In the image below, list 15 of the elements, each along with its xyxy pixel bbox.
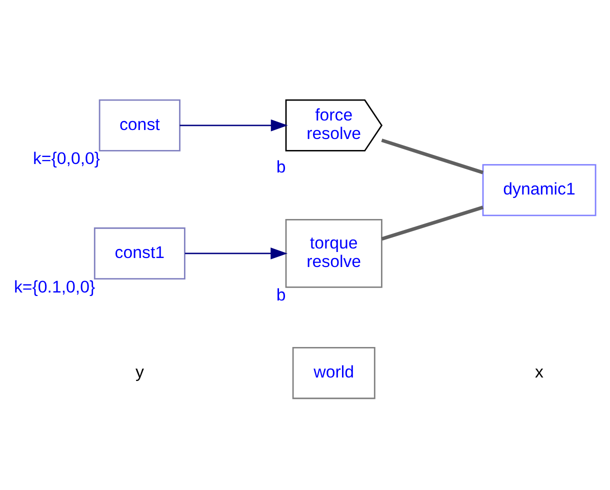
label: x bbox=[535, 362, 544, 382]
node-box: world bbox=[292, 347, 376, 400]
node-box: dynamic1 bbox=[482, 164, 596, 216]
connector bbox=[381, 206, 484, 241]
node-box: const bbox=[98, 99, 180, 152]
arrow bbox=[184, 248, 288, 260]
node-label: k={0.1,0,0} bbox=[14, 277, 96, 296]
label: y bbox=[135, 362, 144, 382]
node-box: const1 bbox=[94, 227, 186, 280]
arrow bbox=[180, 119, 288, 132]
node-label: k={0,0,0} bbox=[32, 149, 100, 168]
node-box: torque resolve bbox=[285, 218, 382, 288]
node-label: b bbox=[276, 158, 286, 177]
node-label: b bbox=[276, 286, 286, 305]
connector bbox=[381, 138, 484, 174]
